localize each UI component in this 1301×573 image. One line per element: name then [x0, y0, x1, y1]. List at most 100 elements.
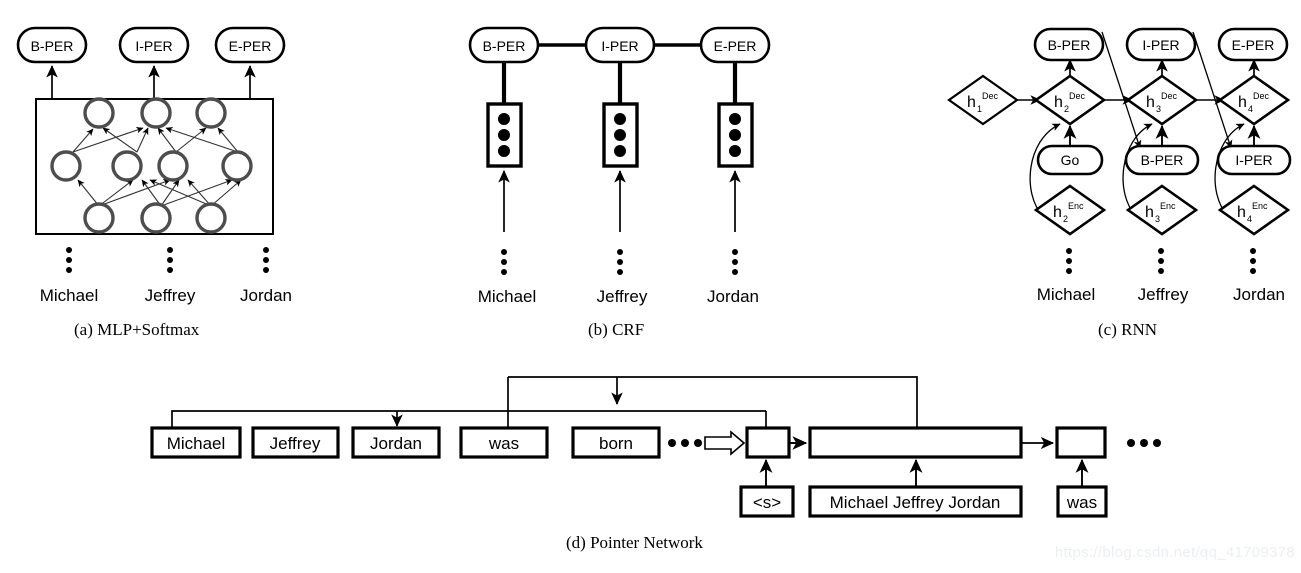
panel-c-input-tag-0[interactable]: Go: [1036, 144, 1104, 176]
panel-c-state-sub: 2: [1064, 104, 1069, 114]
panel-a-tag-label: E-PER: [229, 38, 272, 54]
panel-d-pointer-path-lower: [171, 410, 766, 428]
panel-d-decoder-input-0[interactable]: <s>: [739, 485, 795, 518]
panel-a-neuron: [221, 150, 253, 182]
panel-b-ellipsis: [501, 249, 738, 275]
panel-b-tag-2[interactable]: E-PER: [699, 26, 771, 64]
panel-a-ellipsis: [66, 247, 269, 273]
panel-d-hollow-arrow: [704, 430, 746, 456]
panel-a-edges-hidden-to-output: [72, 126, 239, 153]
panel-b-cell-1[interactable]: [602, 102, 639, 168]
panel-c-state-main: h: [1054, 94, 1063, 111]
panel-d-source-token-1[interactable]: Jeffrey: [251, 426, 340, 459]
panel-b-caption: (b) CRF: [588, 320, 645, 339]
panel-c-enc-sup: Enc: [1068, 201, 1084, 211]
panel-a-edges-input-to-hidden: [77, 179, 242, 207]
panel-d-source-ellipsis: [668, 439, 702, 447]
panel-b-tag-label: I-PER: [601, 38, 638, 54]
panel-c-rnn: h 1 Dec h 2 Dec h 3 Dec h 4 Dec: [947, 27, 1292, 304]
panel-b-tag-0[interactable]: B-PER: [468, 26, 540, 64]
panel-a-caption: (a) MLP+Softmax: [74, 320, 200, 339]
panel-b-tag-label: E-PER: [714, 38, 757, 54]
panel-c-encoder-state-1[interactable]: h 3 Enc: [1125, 184, 1199, 236]
panel-c-state-sup: Dec: [982, 91, 999, 101]
panel-a-tag-label: I-PER: [135, 38, 172, 54]
panel-c-state-sup: Dec: [1161, 91, 1178, 101]
panel-b-word: Jeffrey: [597, 287, 648, 306]
panel-b-tag-1[interactable]: I-PER: [584, 26, 656, 64]
panel-c-state-main: h: [1146, 94, 1155, 111]
panel-d-source-token-2[interactable]: Jordan: [351, 426, 441, 459]
panel-c-output-tag-label: B-PER: [1048, 37, 1091, 53]
panel-b-cell-0[interactable]: [486, 102, 523, 168]
panel-c-output-tag-1[interactable]: I-PER: [1125, 27, 1197, 62]
panel-a-neuron: [50, 150, 82, 182]
panel-b-tag-label: B-PER: [483, 38, 526, 54]
panel-c-state-sup: Dec: [1069, 91, 1086, 101]
panel-a-word: Michael: [40, 286, 99, 305]
panel-c-enc-sup: Enc: [1160, 201, 1176, 211]
panel-d-tail-ellipsis: [1127, 439, 1161, 447]
panel-d-source-token-label: Jeffrey: [270, 434, 321, 453]
panel-c-enc-sup: Enc: [1252, 201, 1268, 211]
panel-d-decoder-input-2[interactable]: was: [1056, 485, 1108, 518]
panel-c-input-tag-1[interactable]: B-PER: [1124, 144, 1200, 176]
panel-c-decoder-state-3[interactable]: h 4 Dec: [1217, 74, 1291, 126]
panel-a-word: Jeffrey: [145, 286, 196, 305]
panel-c-output-tag-label: I-PER: [1142, 37, 1179, 53]
panel-a-neuron: [195, 202, 227, 234]
panel-c-input-tag-label: Go: [1061, 152, 1080, 168]
panel-d-decoder-cell-1[interactable]: [808, 426, 1023, 459]
panel-a-tag-1[interactable]: I-PER: [118, 26, 190, 64]
panel-d-decoder-input-1[interactable]: Michael Jeffrey Jordan: [808, 485, 1023, 518]
panel-d-decoder-cell-2[interactable]: [1055, 426, 1107, 459]
panel-c-enc-main: h: [1053, 204, 1062, 221]
panel-d-source-token-label: born: [599, 434, 633, 453]
panel-d-source-token-label: Michael: [167, 434, 226, 453]
panel-c-enc-main: h: [1145, 204, 1154, 221]
panel-b-cell-2[interactable]: [717, 102, 754, 168]
panel-a-word: Jordan: [240, 286, 292, 305]
panel-d-source-token-4[interactable]: born: [571, 426, 661, 459]
panel-c-enc-sub: 3: [1155, 214, 1160, 224]
panel-c-decoder-state-2[interactable]: h 3 Dec: [1125, 74, 1199, 126]
panel-c-state-main: h: [1238, 94, 1247, 111]
panel-a-neuron: [83, 202, 115, 234]
panel-a-tag-2[interactable]: E-PER: [214, 26, 286, 64]
panel-a-neuron: [111, 150, 143, 182]
panel-c-state-sub: 1: [977, 104, 982, 114]
panel-c-input-tag-2[interactable]: I-PER: [1216, 144, 1292, 176]
panel-c-state-main: h: [967, 94, 976, 111]
panel-c-output-tag-label: E-PER: [1232, 37, 1275, 53]
panel-c-enc-main: h: [1237, 204, 1246, 221]
panel-c-input-tag-label: I-PER: [1235, 152, 1272, 168]
panel-a-neuron: [140, 97, 172, 129]
panel-d-decoder-cell-0[interactable]: [745, 426, 791, 459]
panel-d-source-token-0[interactable]: Michael: [150, 426, 242, 459]
panel-a-neuron: [83, 97, 115, 129]
panel-c-word: Michael: [1037, 285, 1096, 304]
panel-c-enc-sub: 4: [1247, 214, 1252, 224]
panel-d-caption: (d) Pointer Network: [566, 533, 703, 552]
panel-c-encoder-state-2[interactable]: h 4 Enc: [1217, 184, 1291, 236]
panel-c-output-tag-2[interactable]: E-PER: [1217, 27, 1289, 62]
panel-d-decoder-input-label: Michael Jeffrey Jordan: [830, 493, 1001, 512]
panel-b-word: Michael: [478, 287, 537, 306]
panel-c-decoder-state-1[interactable]: h 2 Dec: [1033, 74, 1107, 126]
panel-a-neuron: [195, 97, 227, 129]
panel-c-state-sup: Dec: [1253, 91, 1270, 101]
panel-d-source-token-label: was: [488, 434, 519, 453]
panel-c-decoder-state-0[interactable]: h 1 Dec: [947, 74, 1019, 126]
panel-d-source-token-3[interactable]: was: [459, 426, 549, 459]
panel-c-state-sub: 3: [1156, 104, 1161, 114]
panel-c-output-tag-0[interactable]: B-PER: [1033, 27, 1105, 62]
panel-c-input-tag-label: B-PER: [1141, 152, 1184, 168]
panel-d-source-token-label: Jordan: [370, 434, 422, 453]
panel-b-word: Jordan: [707, 287, 759, 306]
panel-c-encoder-state-0[interactable]: h 2 Enc: [1033, 184, 1107, 236]
panel-a-tag-0[interactable]: B-PER: [16, 26, 88, 64]
panel-a-neuron: [140, 202, 172, 234]
panel-c-enc-sub: 2: [1063, 214, 1068, 224]
